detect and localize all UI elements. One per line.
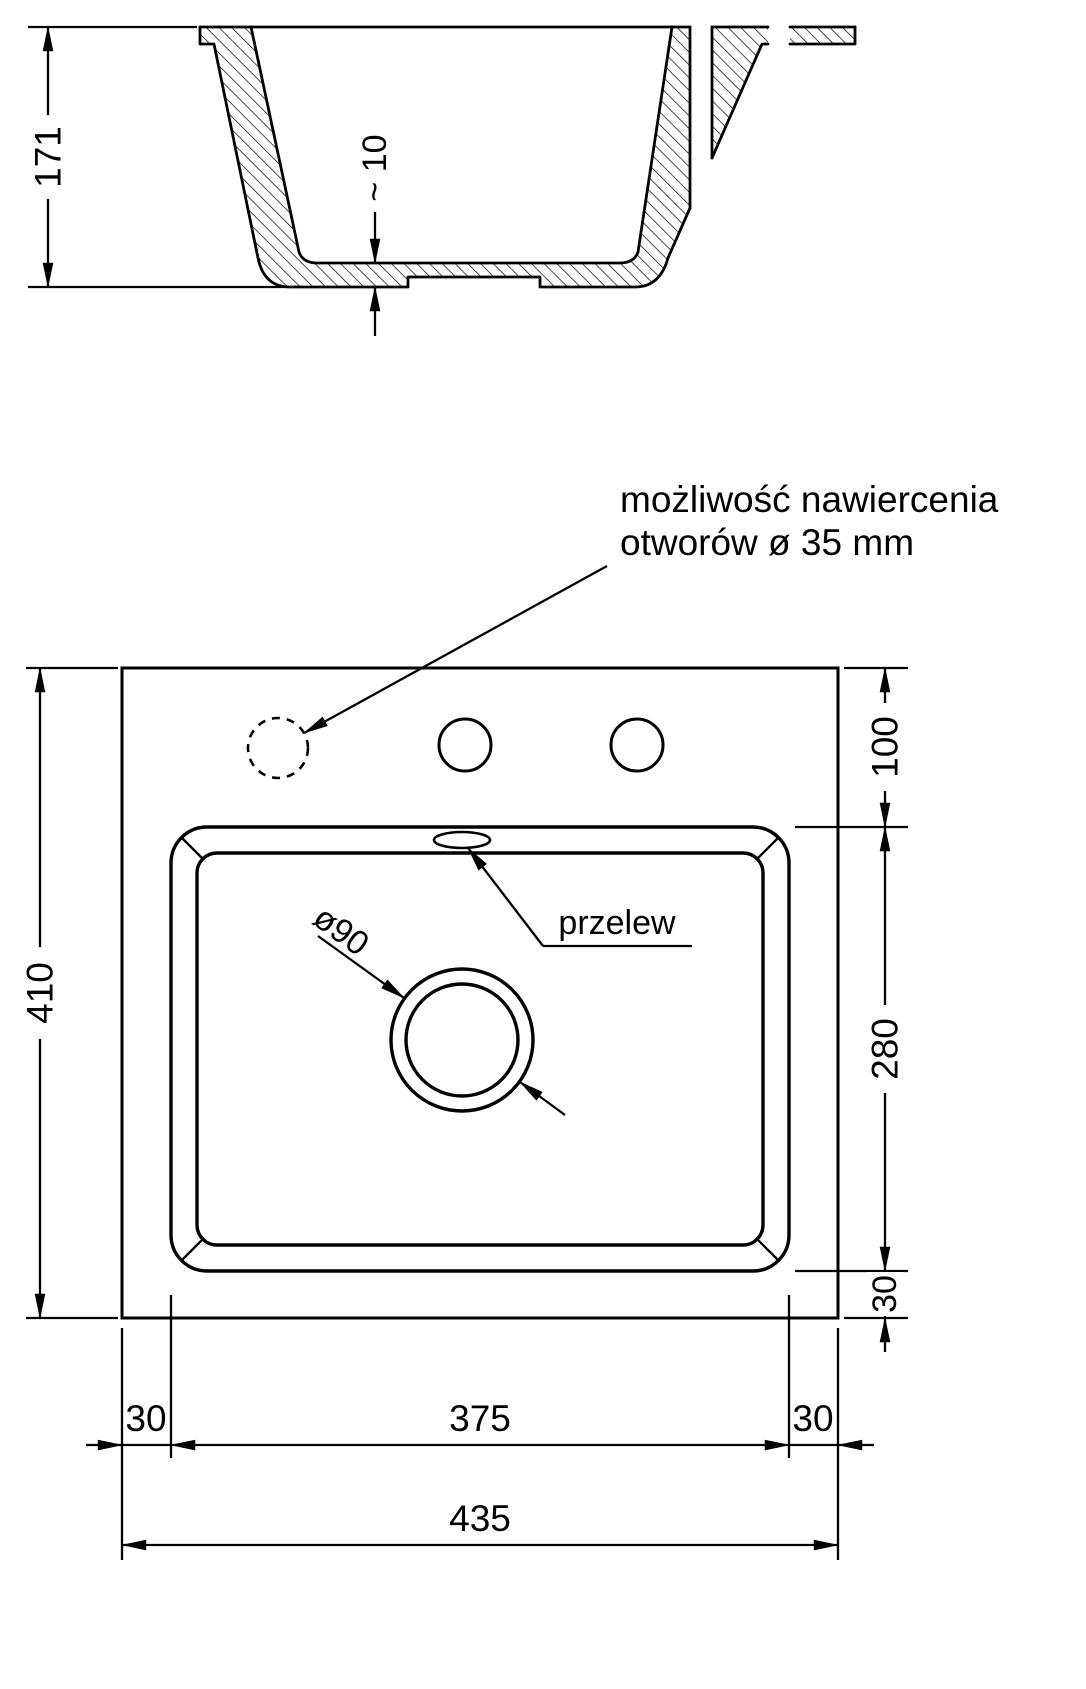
dimension-171: 171 bbox=[28, 25, 286, 289]
label-mask bbox=[867, 1272, 903, 1316]
faucet-hole-right bbox=[609, 717, 665, 773]
dimension-chain-right: 100 280 30 bbox=[795, 666, 908, 1352]
section-outline bbox=[198, 25, 857, 289]
dim-label-171: 171 bbox=[28, 115, 69, 199]
sink-outer-outline bbox=[120, 666, 840, 1320]
dim-label-thickness: ~ 10 bbox=[356, 124, 394, 212]
drill-annotation-line1: możliwość nawiercenia bbox=[620, 479, 999, 520]
corner-tick-bottom-left bbox=[181, 1237, 205, 1261]
drain-diameter-label: ø90 bbox=[306, 898, 376, 963]
overflow-label: przelew bbox=[558, 904, 676, 942]
section-material-hatch bbox=[200, 27, 855, 287]
dim-text-100: 100 bbox=[865, 716, 906, 778]
drain-diameter-arrow-upper bbox=[317, 935, 406, 999]
basin-inner-rim bbox=[195, 851, 765, 1247]
dim-text-30-right: 30 bbox=[792, 1398, 833, 1439]
dimension-410: 410 bbox=[20, 666, 118, 1320]
plan-view: ø90 przelew możliwość nawiercenia otworó… bbox=[20, 479, 999, 1560]
drain-outer-circle bbox=[389, 967, 535, 1113]
drain: ø90 bbox=[306, 898, 566, 1116]
dim-label-280: 280 bbox=[865, 1005, 906, 1093]
dim-label-410: 410 bbox=[20, 947, 61, 1039]
drill-annotation: możliwość nawiercenia otworów ø 35 mm bbox=[302, 479, 999, 735]
dim-text-280: 280 bbox=[865, 1018, 906, 1080]
label-mask bbox=[20, 947, 60, 1039]
dim-label-30-bottom: 30 bbox=[866, 1272, 904, 1316]
overflow-callout: przelew bbox=[467, 846, 692, 948]
label-mask bbox=[29, 115, 67, 199]
drain-inner-circle bbox=[404, 982, 520, 1098]
corner-tick-top-right bbox=[755, 837, 779, 861]
drill-annotation-arrow bbox=[302, 564, 608, 735]
overflow-leader-line bbox=[467, 846, 544, 947]
dim-text-171: 171 bbox=[28, 126, 69, 188]
drain-diameter-arrow-lower bbox=[518, 1081, 566, 1116]
dim-text-30-left: 30 bbox=[125, 1398, 166, 1439]
faucet-hole-walls bbox=[688, 25, 714, 210]
faucet-hole-middle bbox=[437, 717, 493, 773]
basin-corner-ticks bbox=[181, 837, 779, 1261]
label-mask bbox=[866, 1005, 904, 1093]
dim-text-thickness: ~ 10 bbox=[356, 134, 394, 201]
dim-label-100: 100 bbox=[865, 703, 906, 791]
label-mask bbox=[356, 124, 394, 212]
corner-tick-bottom-right bbox=[755, 1237, 779, 1261]
dimension-chain-bottom: 30 375 30 435 bbox=[86, 1295, 874, 1560]
dim-text-410: 410 bbox=[20, 962, 61, 1024]
label-mask bbox=[866, 703, 904, 791]
optional-drill-hole-dashed bbox=[246, 716, 310, 780]
dimension-bottom-thickness: ~ 10 bbox=[356, 124, 394, 336]
drill-annotation-line2: otworów ø 35 mm bbox=[620, 522, 914, 563]
overflow-slot bbox=[432, 830, 492, 850]
bowl-cavity-outline bbox=[249, 25, 674, 265]
cross-section-view: 171 ~ 10 bbox=[28, 25, 857, 336]
dim-text-30-bottom: 30 bbox=[866, 1275, 904, 1313]
dim-text-375: 375 bbox=[449, 1398, 511, 1439]
dim-text-435: 435 bbox=[449, 1498, 511, 1539]
drain-diameter-text: ø90 bbox=[306, 898, 376, 963]
basin-outer-rim bbox=[169, 825, 791, 1273]
corner-tick-top-left bbox=[181, 837, 205, 861]
